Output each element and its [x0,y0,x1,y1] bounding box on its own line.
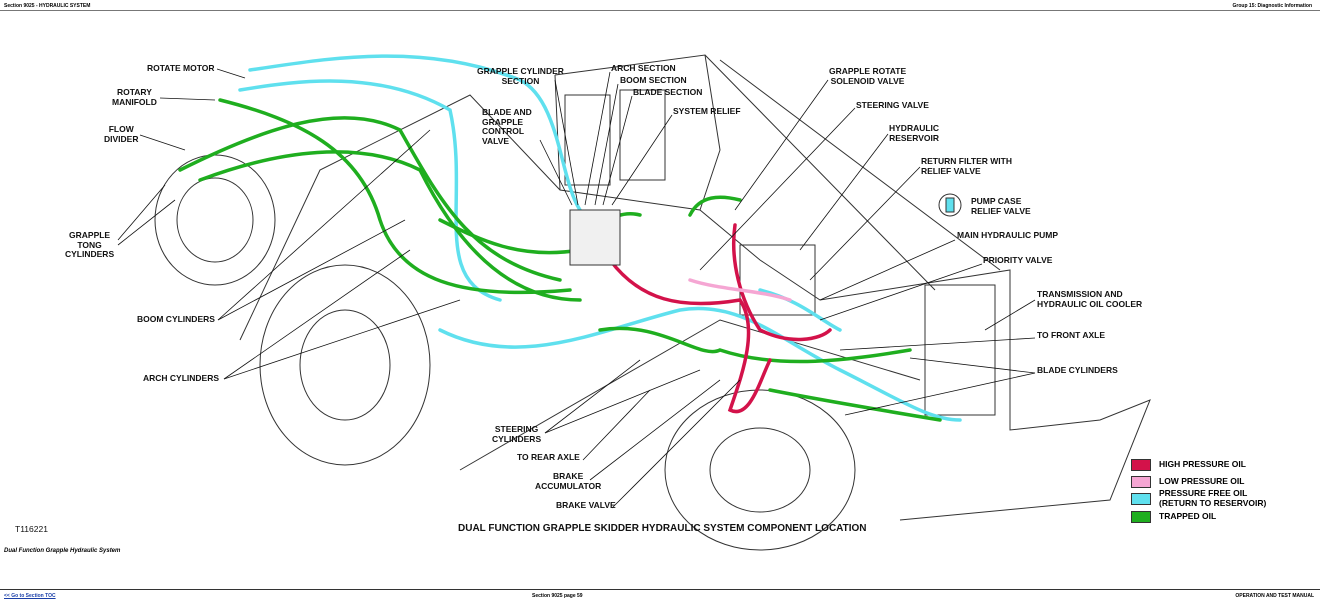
legend-swatch [1131,476,1151,488]
label-arch-section: ARCH SECTION [611,63,676,73]
leader-lines [117,68,1036,509]
toc-link[interactable]: << Go to Section TOC [4,593,56,599]
legend-label: PRESSURE FREE OIL (RETURN TO RESERVOIR) [1159,488,1267,508]
label-to-front-axle: TO FRONT AXLE [1037,330,1105,340]
label-brake-valve: BRAKE VALVE [556,500,616,510]
legend-trapped-oil: TRAPPED OIL [1131,511,1216,523]
label-oil-cooler: TRANSMISSION AND HYDRAULIC OIL COOLER [1037,289,1143,309]
label-main-pump: MAIN HYDRAULIC PUMP [957,230,1059,240]
label-rotary-manifold: ROTARY MANIFOLD [112,87,157,107]
footer-rule [0,589,1320,590]
label-grapple-tong-cylinders: GRAPPLE TONG CYLINDERS [65,230,115,259]
page-number: Section 9025 page 59 [532,593,583,599]
label-pump-case-relief: PUMP CASE RELIEF VALVE [971,196,1031,216]
legend-pressure-free: PRESSURE FREE OIL (RETURN TO RESERVOIR) [1131,488,1267,508]
legend-swatch [1131,511,1151,523]
label-hydraulic-reservoir: HYDRAULIC RESERVOIR [889,123,940,143]
relief-valve-icon [945,197,955,213]
label-system-relief: SYSTEM RELIEF [673,106,741,116]
legend-label: TRAPPED OIL [1159,511,1217,522]
legend-label: HIGH PRESSURE OIL [1159,459,1246,470]
label-boom-section: BOOM SECTION [620,75,687,85]
label-grapple-cylinder-section: GRAPPLE CYLINDER SECTION [477,66,564,86]
legend-low-pressure: LOW PRESSURE OIL [1131,476,1244,488]
label-grapple-rotate-solenoid: GRAPPLE ROTATE SOLENOID VALVE [829,66,907,86]
label-steering-valve: STEERING VALVE [856,100,929,110]
section-header: Section 9025 - HYDRAULIC SYSTEM [4,3,91,9]
legend-swatch [1131,459,1151,471]
label-arch-cylinders: ARCH CYLINDERS [143,373,220,383]
manual-title: OPERATION AND TEST MANUAL [1235,593,1314,599]
header-rule [0,10,1320,11]
control-valve-block [569,209,621,266]
label-rotate-motor: ROTATE MOTOR [147,63,215,73]
label-blade-section: BLADE SECTION [633,87,703,97]
group-header: Group 15: Diagnostic Information [1232,3,1312,9]
label-boom-cylinders: BOOM CYLINDERS [137,314,215,324]
legend-swatch [1131,492,1151,505]
label-steering-cylinders: STEERING CYLINDERS [492,424,542,444]
label-flow-divider: FLOW DIVIDER [104,124,139,144]
label-control-valve: BLADE AND GRAPPLE CONTROL VALVE [482,107,532,146]
figure-id: T116221 [15,524,48,534]
hydraulic-lines [178,54,962,422]
machine-outline [154,54,1151,551]
legend-label: LOW PRESSURE OIL [1159,476,1245,487]
label-brake-accumulator: BRAKE ACCUMULATOR [535,471,602,491]
legend-high-pressure: HIGH PRESSURE OIL [1131,459,1246,471]
figure-caption: DUAL FUNCTION GRAPPLE SKIDDER HYDRAULIC … [458,523,867,534]
label-priority-valve: PRIORITY VALVE [983,255,1053,265]
label-blade-cylinders: BLADE CYLINDERS [1037,365,1118,375]
figure-subtitle: Dual Function Grapple Hydraulic System [4,548,121,554]
label-to-rear-axle: TO REAR AXLE [517,452,580,462]
label-return-filter: RETURN FILTER WITH RELIEF VALVE [921,156,1012,176]
